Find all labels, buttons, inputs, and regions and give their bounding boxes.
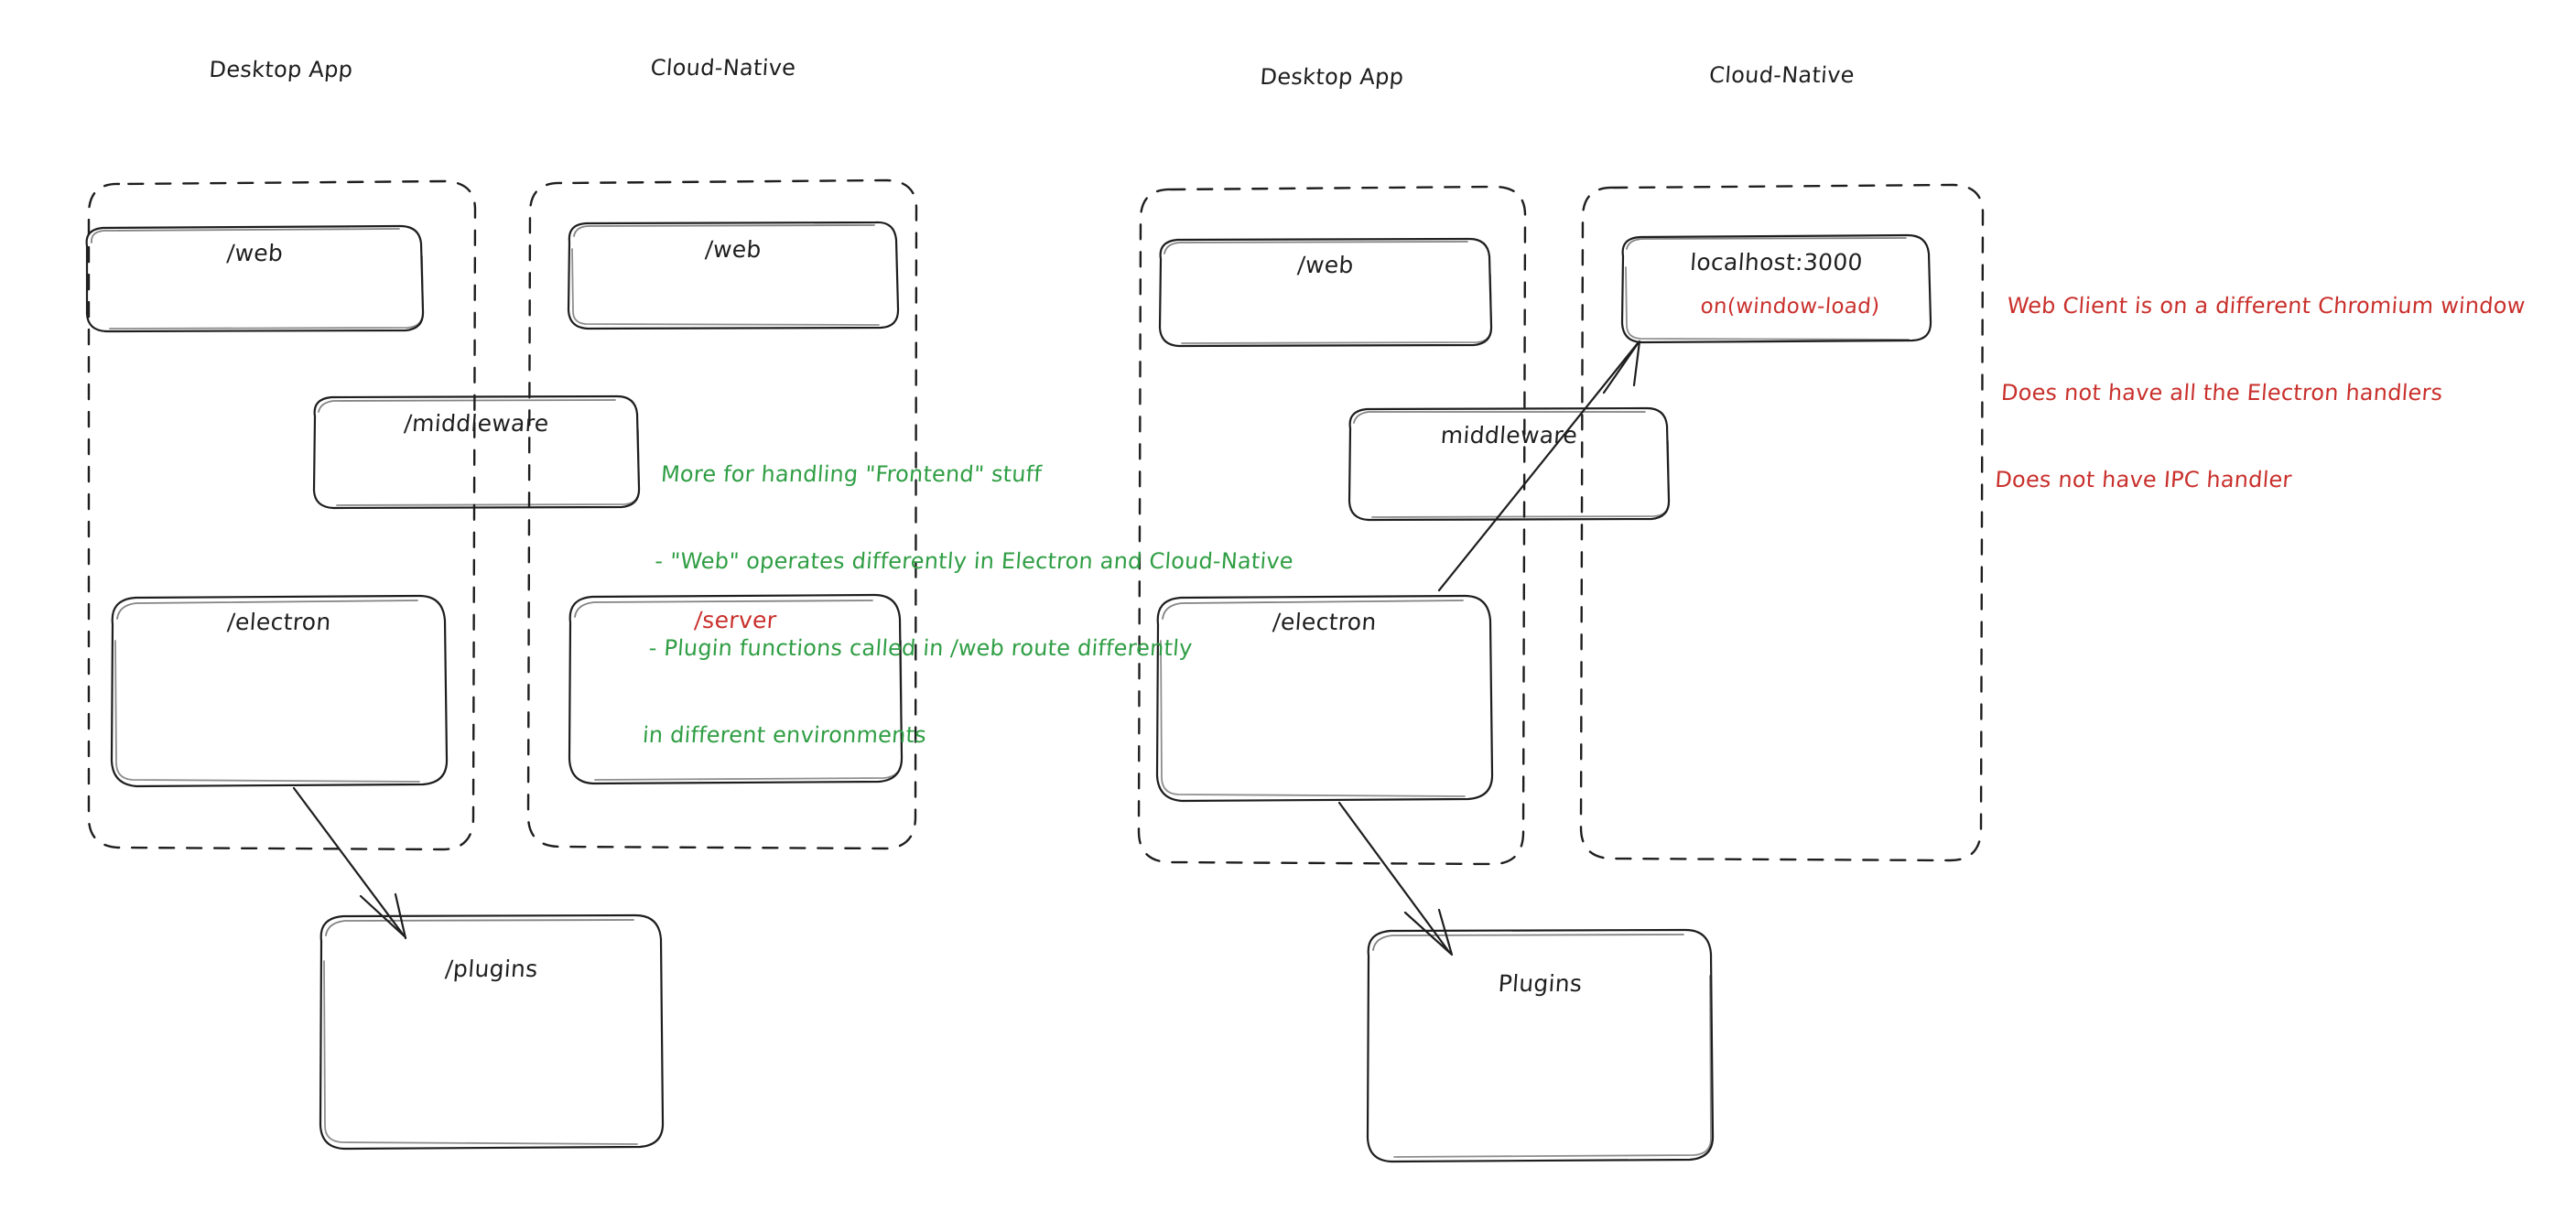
box-label-left-electron: /electron bbox=[226, 609, 332, 635]
arrow-right-electron-to-plugins bbox=[1337, 801, 1454, 956]
group-title-right-desktop-app: Desktop App bbox=[1259, 64, 1405, 90]
arrow-left-electron-to-plugins bbox=[292, 786, 407, 940]
box-label-right-middleware: middleware bbox=[1439, 422, 1579, 448]
green-annotation-line-3: - Plugin functions called in /web route … bbox=[647, 635, 1194, 662]
group-title-right-cloud-native: Cloud-Native bbox=[1708, 62, 1856, 88]
group-frame-right-cloud bbox=[1579, 183, 1985, 862]
green-annotation-line-2: - "Web" operates differently in Electron… bbox=[654, 548, 1294, 575]
group-title-left-desktop-app: Desktop App bbox=[208, 57, 354, 82]
box-label-right-plugins: Plugins bbox=[1497, 970, 1584, 997]
box-label-right-localhost: localhost:3000 bbox=[1689, 249, 1864, 276]
green-annotation-line-4: in different environments bbox=[642, 722, 927, 749]
red-annotation-line-1: Web Client is on a different Chromium wi… bbox=[2006, 293, 2527, 319]
red-annotation-line-2: Does not have all the Electron handlers bbox=[2000, 380, 2444, 406]
green-annotation-line-1: More for handling "Frontend" stuff bbox=[660, 461, 1043, 488]
group-title-left-cloud-native: Cloud-Native bbox=[649, 55, 797, 81]
box-sublabel-right-localhost-onwindowload: on(window-load) bbox=[1699, 295, 1881, 319]
box-label-right-electron: /electron bbox=[1272, 609, 1378, 635]
red-annotation-line-3: Does not have IPC handler bbox=[1994, 467, 2293, 493]
red-annotation: Web Client is on a different Chromium wi… bbox=[1990, 234, 2530, 553]
box-label-left-middleware: /middleware bbox=[403, 410, 550, 437]
box-label-left-cloud-web: /web bbox=[704, 236, 763, 263]
box-shape-left-plugins bbox=[319, 913, 665, 1151]
green-annotation: More for handling "Frontend" stuff - "We… bbox=[637, 403, 1304, 808]
box-label-left-desktop-web: /web bbox=[225, 240, 285, 266]
arrow-right-electron-to-localhost bbox=[1437, 340, 1641, 592]
box-shape-right-plugins bbox=[1366, 928, 1715, 1163]
box-label-right-desktop-web: /web bbox=[1296, 252, 1355, 278]
box-label-left-plugins: /plugins bbox=[444, 956, 539, 982]
group-frame-left-desktop bbox=[87, 179, 477, 851]
